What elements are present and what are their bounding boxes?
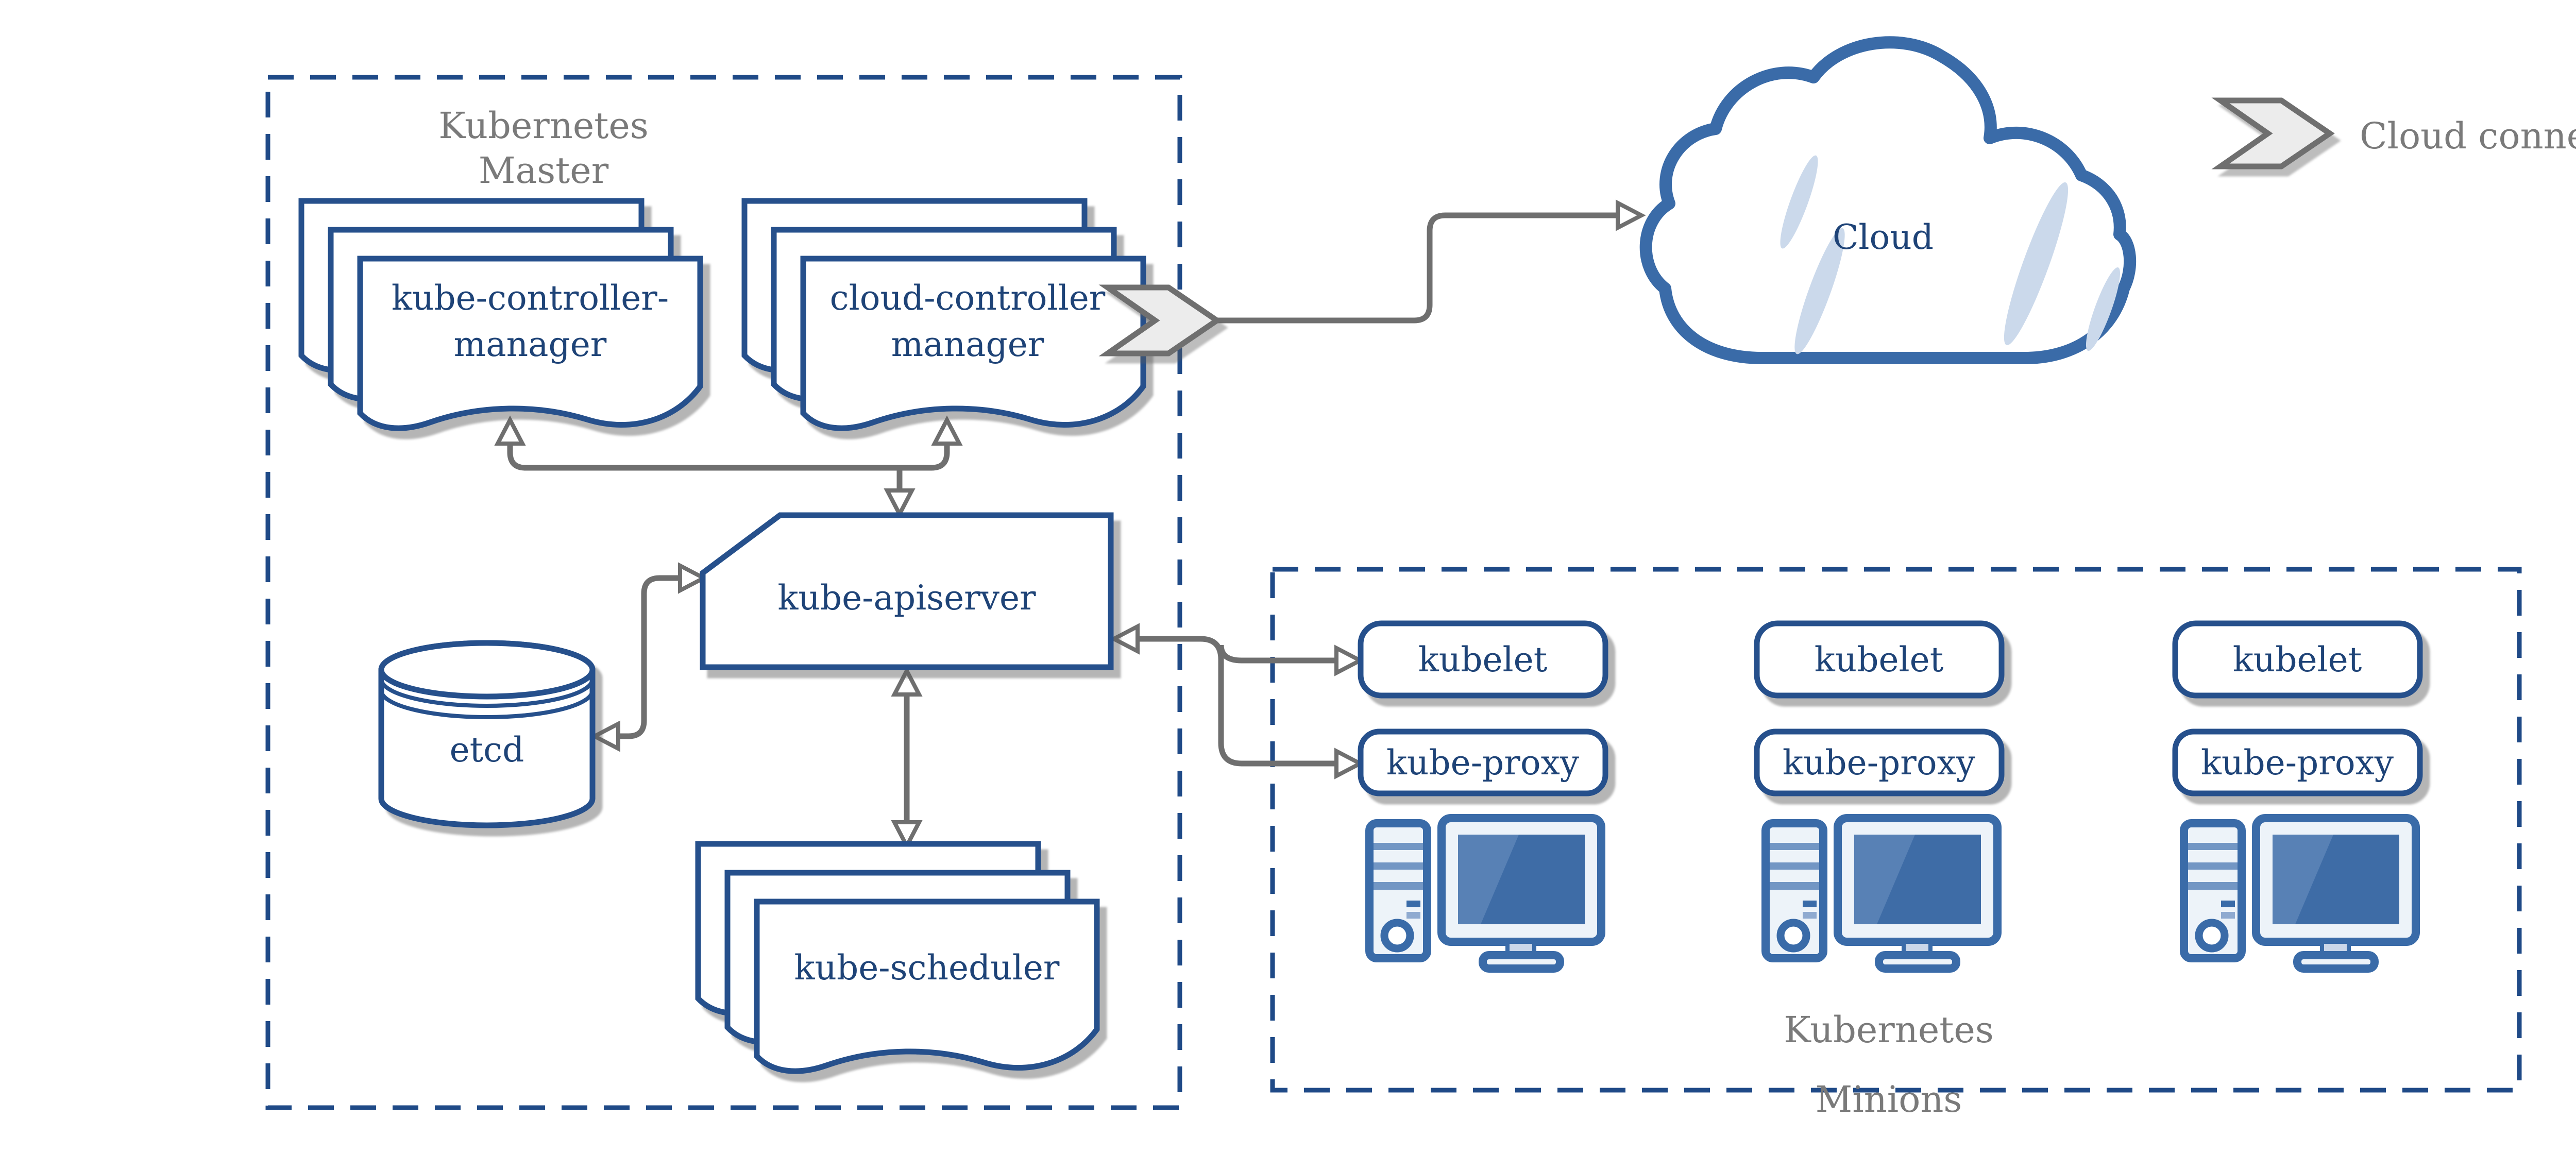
arrowhead-down-into-kube-scheduler xyxy=(891,820,923,851)
kubernetes-minions-boundary xyxy=(1270,567,2522,1093)
kube-proxy-box xyxy=(1754,728,2005,796)
node-cloud-controller-manager: cloud-controller manager xyxy=(744,201,1143,428)
legend-label: Cloud connector xyxy=(2360,115,2576,157)
arrowhead-left-into-etcd xyxy=(590,720,620,752)
kubelet-box xyxy=(1358,620,1608,699)
minions-title-line2: Minions xyxy=(1816,1078,1962,1121)
kube-controller-manager-label-line2: manager xyxy=(454,325,607,364)
kubelet-label: kubelet xyxy=(2233,640,2362,680)
cloud-accent-slash xyxy=(1780,155,1818,249)
cloud-shape xyxy=(1639,36,2137,364)
arrowhead-left-into-apiserver-right xyxy=(1109,623,1140,655)
connector-controllers-to-apiserver xyxy=(494,415,963,519)
kube-controller-manager-label-line1: kube-controller- xyxy=(392,278,669,318)
cloud-controller-manager-label-line1: cloud-controller xyxy=(830,278,1106,318)
minions-title-line1: Kubernetes xyxy=(1784,1009,1994,1051)
arrowhead-up-into-kube-controller-manager xyxy=(494,415,526,446)
cloud-label: Cloud xyxy=(1833,217,1934,257)
arrowhead-right-into-cloud xyxy=(1616,199,1646,231)
minion-column-2: kubelet kube-proxy xyxy=(1754,620,2005,969)
minion-column-3: kubelet kube-proxy xyxy=(2172,620,2423,969)
arrowhead-up-into-cloud-controller-manager xyxy=(931,415,963,446)
connector-chevron-to-cloud xyxy=(1217,199,1646,324)
arrowhead-right-into-apiserver xyxy=(678,562,708,594)
kube-proxy-label: kube-proxy xyxy=(2201,743,2394,783)
etcd-label: etcd xyxy=(450,730,524,770)
master-title-line2: Master xyxy=(479,149,609,192)
kubelet-box xyxy=(1754,620,2005,699)
legend-cloud-connector: Cloud connector xyxy=(2221,100,2576,166)
kube-apiserver-label: kube-apiserver xyxy=(777,578,1036,618)
arrowhead-right-into-kube-proxy xyxy=(1334,748,1365,779)
master-title-line1: Kubernetes xyxy=(438,105,649,147)
kube-proxy-label: kube-proxy xyxy=(1386,743,1580,783)
kube-proxy-box xyxy=(2172,728,2423,796)
connector-apiserver-etcd xyxy=(590,562,708,752)
kubelet-label: kubelet xyxy=(1418,640,1548,680)
arrowhead-down-into-apiserver xyxy=(884,488,916,519)
connector-apiserver-scheduler xyxy=(891,666,923,851)
kubelet-box xyxy=(2172,620,2423,699)
apiserver-card-shape xyxy=(700,512,1114,670)
kube-scheduler-label: kube-scheduler xyxy=(794,948,1060,988)
workstation-icon xyxy=(2184,818,2416,969)
workstation-icon xyxy=(1766,818,1997,969)
kube-proxy-box xyxy=(1358,728,1608,796)
workstation-icon xyxy=(1369,818,1601,969)
node-cloud: Cloud xyxy=(1639,36,2137,364)
cloud-accent-slash xyxy=(2086,267,2121,351)
kubelet-label: kubelet xyxy=(1815,640,1944,680)
connector-apiserver-to-minions xyxy=(1109,623,1365,779)
cloud-accent-slash xyxy=(2004,182,2069,346)
cloud-connector-legend-icon xyxy=(2221,100,2330,166)
node-kube-scheduler: kube-scheduler xyxy=(698,844,1097,1071)
node-etcd: etcd xyxy=(378,640,596,828)
arrowhead-up-into-apiserver-bottom xyxy=(891,666,923,697)
node-kube-apiserver: kube-apiserver xyxy=(700,512,1114,670)
cloud-controller-manager-label-line2: manager xyxy=(891,325,1044,364)
kube-proxy-label: kube-proxy xyxy=(1783,743,1976,783)
node-kube-controller-manager: kube-controller- manager xyxy=(301,201,700,428)
arrowhead-right-into-kubelet xyxy=(1334,645,1365,676)
minion-column-1: kubelet kube-proxy xyxy=(1358,620,1608,969)
cloud-accent-slash xyxy=(1794,228,1845,354)
